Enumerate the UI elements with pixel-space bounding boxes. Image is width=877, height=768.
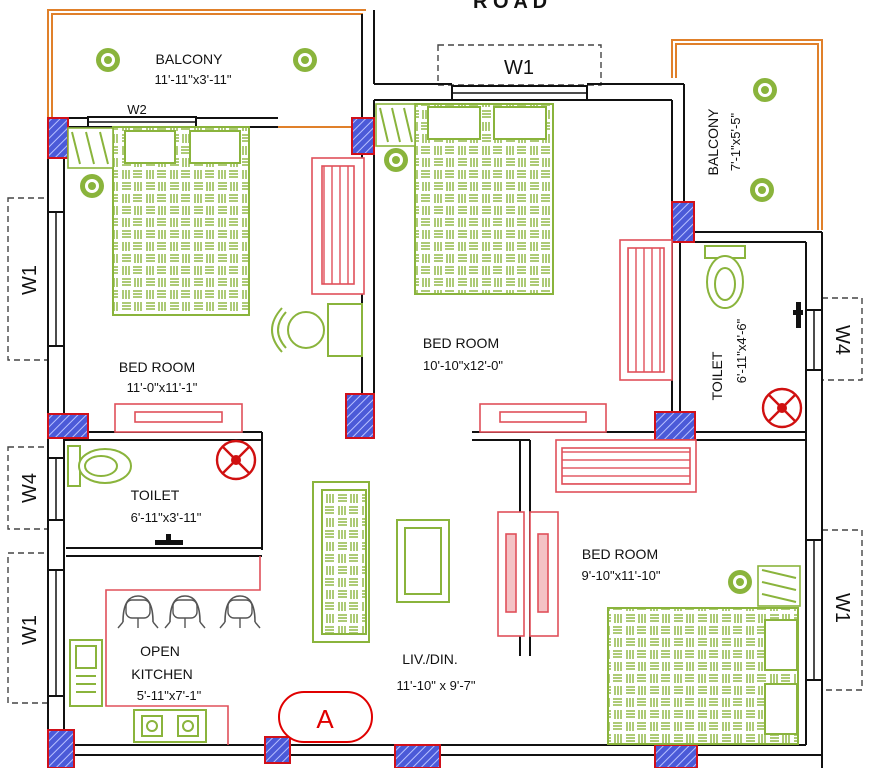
- toilet-icon: [67, 245, 746, 487]
- window-label-w1-left-lower: W1: [19, 615, 41, 645]
- bed-room-3-name: BED ROOM: [582, 546, 658, 562]
- tap-icon: [155, 302, 803, 545]
- plant-icon: [753, 78, 777, 102]
- balcony-right-size: 7'-1"x5'-5": [728, 112, 743, 171]
- window-label-w4-left: W4: [19, 473, 41, 503]
- exhaust-fan-icon: [761, 387, 803, 429]
- exhaust-fan-icon: [215, 439, 257, 481]
- stool-icon: [117, 595, 159, 629]
- window-label-w4-right: W4: [831, 325, 853, 355]
- kitchen-name-line2: KITCHEN: [131, 666, 192, 682]
- window-frames: [7, 44, 863, 704]
- plant-icon: [293, 48, 317, 72]
- window-label-w1-top: W1: [504, 57, 534, 79]
- bed-room-1-size: 11'-0"x11'-1": [127, 380, 198, 395]
- bed-room-1-name: BED ROOM: [119, 359, 195, 375]
- section-marker: A: [278, 691, 373, 743]
- sink-icon: [69, 639, 103, 707]
- kitchen-name-line1: OPEN: [140, 643, 180, 659]
- bed-room-2-size: 10'-10"x12'-0": [423, 358, 503, 373]
- bed-room-2-name: BED ROOM: [423, 335, 499, 351]
- road-label: R O A D: [473, 0, 547, 13]
- toilet-left-size: 6'-11"x3'-11": [131, 510, 202, 525]
- window-label-w2-top: W2: [127, 102, 147, 117]
- plant-icon: [750, 178, 774, 202]
- stove-icon: [133, 709, 207, 743]
- plant-icon: [96, 48, 120, 72]
- stool-icon: [164, 595, 206, 629]
- plant-icon: [80, 174, 104, 198]
- balcony-left-size: 11'-11"x3'-11": [154, 72, 231, 87]
- bed-icon: [375, 103, 554, 295]
- desk-icon: [271, 303, 363, 357]
- section-marker-label: A: [316, 704, 334, 734]
- window-label-w1-right: W1: [831, 593, 853, 623]
- kitchen-size: 5'-11"x7'-1": [137, 688, 202, 703]
- toilet-left-name: TOILET: [131, 487, 180, 503]
- bed-room-3-size: 9'-10"x11'-10": [582, 568, 661, 583]
- stool-icon: [219, 595, 261, 629]
- balcony-right-name: BALCONY: [705, 108, 721, 176]
- plant-icon: [384, 148, 408, 172]
- living-size: 11'-10" x 9'-7": [397, 678, 476, 693]
- plant-icon: [728, 570, 752, 594]
- balcony-left-name: BALCONY: [156, 51, 224, 67]
- wardrobe-icon: [105, 157, 697, 745]
- window-label-w1-left-upper: W1: [19, 265, 41, 295]
- sofa-icon: [312, 481, 450, 643]
- living-name: LIV./DIN.: [402, 651, 458, 667]
- bed-icon: [67, 126, 250, 316]
- columns: [47, 117, 698, 768]
- toilet-right-name: TOILET: [709, 351, 725, 400]
- toilet-right-size: 6'-11"x4'-6": [734, 318, 749, 383]
- bed-icon: [607, 565, 801, 745]
